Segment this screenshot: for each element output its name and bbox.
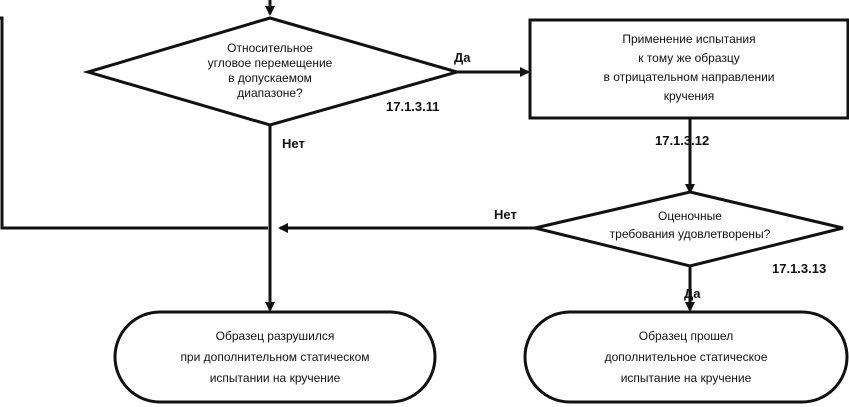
decision-1-yes-label: Да bbox=[454, 50, 471, 65]
process-1-line-3: в отрицательном направлении bbox=[603, 70, 774, 84]
process-negative-torsion: Применение испытания к тому же образцу в… bbox=[528, 18, 849, 148]
decision-2-ref: 17.1.3.13 bbox=[772, 261, 826, 276]
connector-left-loop bbox=[0, 16, 268, 230]
decision-2-line-1: Оценочные bbox=[658, 209, 722, 223]
decision-requirements-met: Оценочные требования удовлетворены? 17.1… bbox=[494, 190, 844, 301]
decision-1-ref: 17.1.3.11 bbox=[386, 99, 440, 114]
terminal-fail-line-1: Образец разрушился bbox=[216, 329, 335, 343]
decision-2-line-2: требования удовлетворены? bbox=[610, 227, 771, 241]
decision-1-diamond bbox=[82, 16, 463, 127]
terminal-pass-box bbox=[523, 310, 849, 404]
terminal-specimen-failed: Образец разрушился при дополнительном ст… bbox=[113, 310, 437, 404]
decision-angular-displacement: Относительное угловое перемещение в допу… bbox=[82, 16, 471, 151]
connectors bbox=[0, 0, 695, 312]
terminal-fail-line-2: при дополнительном статическом bbox=[180, 350, 369, 364]
decision-1-line-4: диапазоне? bbox=[237, 86, 303, 100]
process-1-box bbox=[528, 18, 849, 120]
process-1-line-4: кручения bbox=[664, 89, 715, 103]
terminal-specimen-passed: Образец прошел дополнительное статическо… bbox=[523, 310, 849, 404]
terminal-fail-line-3: испытании на кручение bbox=[210, 371, 341, 385]
process-1-line-1: Применение испытания bbox=[622, 32, 755, 46]
terminal-pass-line-1: Образец прошел bbox=[639, 329, 733, 343]
decision-1-line-3: в допускаемом bbox=[228, 71, 312, 85]
terminal-pass-line-2: дополнительное статическое bbox=[605, 350, 768, 364]
decision-1-no-label: Нет bbox=[282, 136, 305, 151]
decision-2-diamond bbox=[534, 190, 844, 268]
terminal-fail-box bbox=[113, 310, 437, 404]
process-1-line-2: к тому же образцу bbox=[638, 51, 740, 65]
decision-1-line-1: Относительное bbox=[227, 41, 313, 55]
process-1-ref: 17.1.3.12 bbox=[655, 133, 709, 148]
decision-2-yes-label: Да bbox=[684, 286, 701, 301]
decision-1-line-2: угловое перемещение bbox=[208, 56, 333, 70]
decision-2-no-label: Нет bbox=[494, 207, 517, 222]
terminal-pass-line-3: испытание на кручение bbox=[621, 371, 752, 385]
